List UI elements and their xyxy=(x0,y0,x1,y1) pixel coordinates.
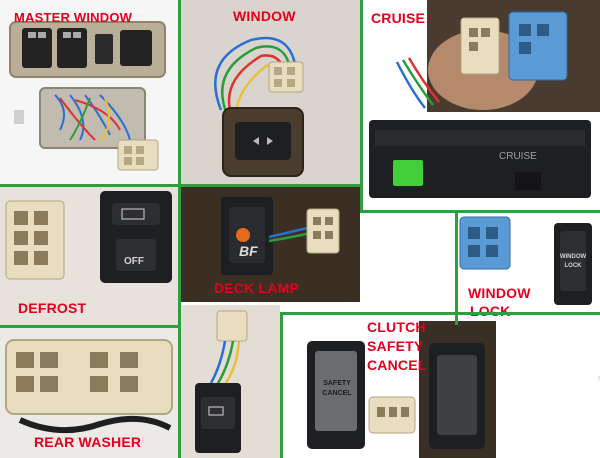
panel-cruise: CRUISE CRUISE xyxy=(363,0,600,210)
panel-defrost: OFF DEFROST xyxy=(0,187,178,325)
panel-deck-lamp: BF xyxy=(181,187,360,302)
safety-cancel-face-line1: SAFETY xyxy=(323,380,351,387)
divider-vertical-3 xyxy=(178,184,181,458)
divider-horizontal-2 xyxy=(0,325,178,328)
clutch-safety-cancel-photo xyxy=(307,321,496,458)
divider-horizontal-right-1 xyxy=(360,210,600,213)
panel-rear-washer: REAR WASHER xyxy=(0,328,178,458)
label-master-window: MASTER WINDOW xyxy=(14,10,133,25)
cruise-face-text: CRUISE xyxy=(499,151,537,162)
divider-horizontal-3 xyxy=(280,312,600,315)
safety-cancel-face-line2: CANCEL xyxy=(322,390,352,397)
panel-rear-washer-switch xyxy=(181,305,280,458)
label-clutch-line1: CLUTCH xyxy=(367,319,426,335)
cruise-switch-photo xyxy=(369,0,600,198)
rear-washer-connector-photo xyxy=(5,339,173,434)
label-clutch-line2: SAFETY xyxy=(367,338,424,354)
window-lock-face-line1: WINDOW xyxy=(559,254,587,260)
panel-clutch-safety-cancel: SAFETY CLUTCH SAFETY CANCEL xyxy=(283,315,600,458)
label-cruise: CRUISE xyxy=(371,10,426,26)
deck-lamp-photo xyxy=(181,187,360,302)
defrost-off-label: OFF xyxy=(124,256,144,267)
divider-vertical-4 xyxy=(455,210,458,325)
safety-cancel-line1: SAFETY xyxy=(598,376,600,384)
divider-vertical-1 xyxy=(178,0,181,185)
panel-window-lock: WINDOW LOCK WINDOW xyxy=(458,213,600,312)
window-lock-photo xyxy=(459,216,592,305)
label-window: WINDOW xyxy=(233,8,296,24)
label-deck-lamp: DECK LAMP xyxy=(214,280,300,296)
window-switch-photo xyxy=(181,0,360,184)
label-window-lock-line1: WINDOW xyxy=(468,285,531,301)
panel-window: WINDOW xyxy=(181,0,360,184)
divider-vertical-2 xyxy=(360,0,363,212)
rear-washer-switch-photo xyxy=(195,310,248,453)
label-defrost: DEFROST xyxy=(18,300,87,316)
label-rear-washer: REAR WASHER xyxy=(34,434,142,450)
panel-master-window: MASTER WINDOW xyxy=(0,0,178,184)
master-window-photo xyxy=(9,21,166,171)
label-clutch-line3: CANCEL xyxy=(367,357,427,373)
label-window-lock-line2: LOCK xyxy=(470,303,511,319)
deck-lamp-marking: BF xyxy=(239,243,258,259)
divider-vertical-5 xyxy=(280,312,283,458)
defrost-photo xyxy=(5,191,172,283)
window-lock-face-line2: LOCK xyxy=(564,263,582,269)
